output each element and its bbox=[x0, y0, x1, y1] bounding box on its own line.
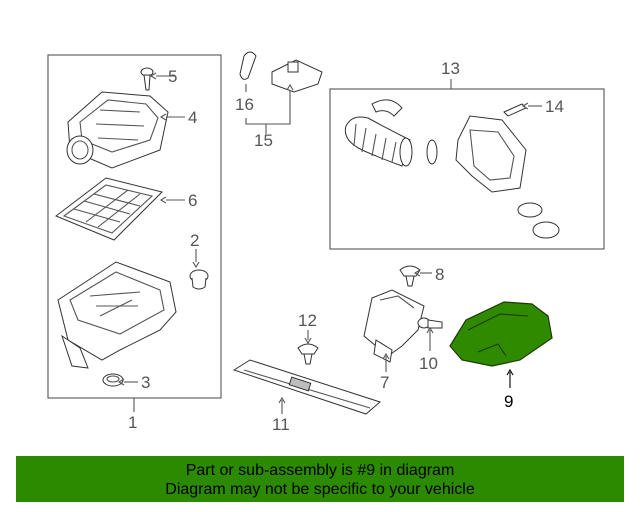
part-8-push-pin[interactable] bbox=[399, 265, 421, 287]
banner-line-2: Diagram may not be specific to your vehi… bbox=[165, 481, 475, 498]
leader-lines bbox=[117, 72, 542, 414]
banner-line-1: Part or sub-assembly is #9 in diagram bbox=[185, 462, 455, 479]
callout-4: 4 bbox=[188, 108, 197, 127]
callout-9: 9 bbox=[504, 392, 513, 411]
callout-6: 6 bbox=[188, 191, 197, 210]
part-15-sensor[interactable] bbox=[271, 59, 323, 93]
callout-7: 7 bbox=[380, 373, 389, 392]
callout-16: 16 bbox=[235, 95, 254, 114]
callout-14: 14 bbox=[545, 97, 564, 116]
callout-3: 3 bbox=[141, 373, 150, 392]
callout-5: 5 bbox=[168, 67, 177, 86]
part-10-clip[interactable] bbox=[417, 317, 443, 329]
part-12-push-pin[interactable] bbox=[297, 343, 319, 365]
part-9-highlighted-duct[interactable] bbox=[449, 301, 553, 367]
info-banner: Part or sub-assembly is #9 in diagram Di… bbox=[16, 456, 624, 502]
callout-12: 12 bbox=[298, 311, 317, 330]
part-7-inlet-duct[interactable] bbox=[363, 289, 425, 363]
part-16-seal[interactable] bbox=[239, 51, 257, 80]
callout-13: 13 bbox=[441, 59, 460, 78]
part-3-grommet[interactable] bbox=[102, 373, 124, 387]
part-11-baffle[interactable] bbox=[232, 359, 382, 415]
callout-8: 8 bbox=[435, 265, 444, 284]
callout-11: 11 bbox=[272, 415, 290, 434]
part-2-grommet[interactable] bbox=[189, 269, 209, 290]
callout-10: 10 bbox=[419, 354, 438, 373]
part-13-duct-assembly[interactable] bbox=[344, 99, 560, 239]
callout-15: 15 bbox=[254, 131, 273, 150]
parts-diagram: 1 2 3 4 5 6 7 8 9 10 11 12 13 14 15 16 bbox=[47, 51, 605, 434]
part-5-bolt[interactable] bbox=[140, 67, 154, 91]
part-6-filter-element[interactable] bbox=[55, 177, 163, 241]
callout-1: 1 bbox=[128, 413, 137, 432]
group-13-frame bbox=[329, 88, 605, 250]
callout-2: 2 bbox=[190, 231, 199, 250]
part-1-lower-housing[interactable] bbox=[57, 261, 177, 369]
part-4-air-cleaner-cover[interactable] bbox=[66, 91, 169, 169]
